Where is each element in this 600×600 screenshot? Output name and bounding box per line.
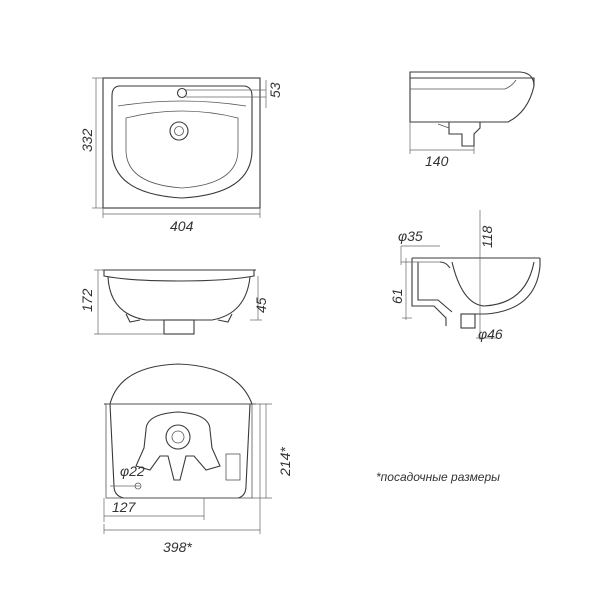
dim-top-width: 404	[170, 218, 194, 234]
dim-front-depth: 45	[253, 297, 269, 313]
side-view: 140	[409, 71, 535, 169]
front-view: 172 45	[79, 269, 269, 335]
front-view-rim	[103, 270, 255, 282]
side-view-body	[409, 77, 535, 123]
top-view-back-ledge	[117, 100, 247, 107]
dim-rear-offset: 127	[112, 499, 137, 515]
section-bowl-inner	[451, 261, 535, 307]
dim-rear-height: 214*	[277, 447, 293, 477]
section-outer-wall	[411, 258, 447, 326]
dim-section-left: 61	[389, 288, 405, 304]
top-view-bowl	[125, 110, 239, 189]
dim-front-height: 172	[79, 288, 95, 312]
top-view-tap-hole	[176, 87, 188, 99]
side-view-rim	[409, 71, 535, 87]
front-view-drain	[163, 319, 195, 335]
dim-side-depth: 140	[425, 153, 449, 169]
dim-top-height: 332	[79, 128, 95, 152]
front-view-bowl	[107, 276, 251, 321]
dim-rear-hole: φ22	[120, 463, 145, 479]
section-drain	[460, 313, 476, 329]
rear-view: φ22 127 398* 214*	[103, 363, 293, 555]
dim-section-overflow: φ35	[398, 228, 423, 244]
side-view-drain	[448, 122, 481, 147]
rear-view-outline	[109, 403, 251, 499]
rear-view-drain-outer	[165, 424, 191, 450]
rear-view-drain-inner	[171, 430, 185, 444]
dim-tap-hole: 53	[267, 82, 283, 98]
dim-section-height: 118	[479, 225, 495, 248]
dim-rear-width: 398*	[163, 539, 192, 555]
section-bowl-outer	[470, 258, 541, 315]
section-view: φ35 118 61 φ46	[389, 210, 541, 342]
rear-view-drain-bracket	[135, 411, 221, 481]
top-view-drain-outer	[169, 121, 189, 141]
rear-view-side-slot	[225, 453, 241, 481]
fitting-dimensions-note: *посадочные размеры	[376, 470, 500, 484]
rear-view-bowl-arc	[109, 363, 253, 405]
dim-section-drain: φ46	[478, 326, 503, 342]
top-view: 404 332 53	[79, 77, 283, 234]
top-view-drain-inner	[174, 126, 184, 136]
top-view-outline	[102, 77, 261, 209]
section-inner-wall	[417, 262, 453, 313]
top-view-basin-rim	[111, 85, 253, 199]
